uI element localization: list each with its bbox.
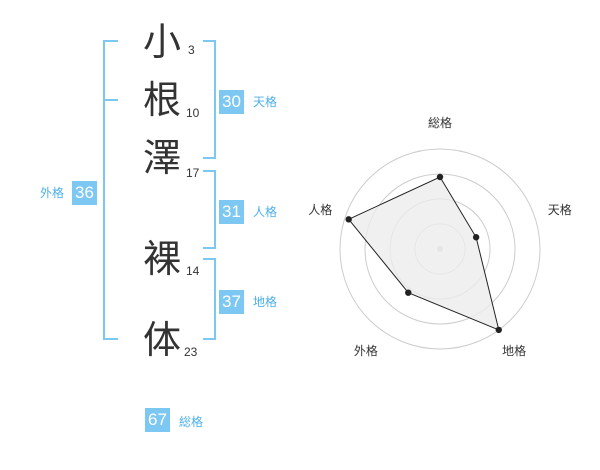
name-char-3: 澤 xyxy=(142,136,181,180)
radar-axis-label-3: 地格 xyxy=(502,343,526,358)
radar-point-2 xyxy=(472,234,480,241)
tenkaku-badge: 30 xyxy=(219,90,244,114)
stroke-count-3: 17 xyxy=(186,166,200,180)
chikaku-label: 地格 xyxy=(253,295,278,309)
radar-point-5 xyxy=(345,216,352,223)
radar-axis-label-5: 人格 xyxy=(308,202,332,217)
radar-axis-label-4: 外格 xyxy=(354,343,378,358)
radar-ring xyxy=(339,148,541,350)
stroke-count-1: 3 xyxy=(188,43,195,57)
tenkaku-bracket xyxy=(203,40,216,159)
stroke-count-4: 14 xyxy=(186,264,200,278)
radar-axis-label-2: 天格 xyxy=(548,202,572,217)
soukaku-label: 総格 xyxy=(179,415,204,429)
radar-point-4 xyxy=(405,289,412,296)
name-char-1: 小 xyxy=(142,20,181,64)
tenkaku-label: 天格 xyxy=(253,95,278,109)
radar-axis-label-1: 総格 xyxy=(428,115,452,130)
gaikaku-bracket xyxy=(103,40,118,340)
gaikaku-label: 外格 xyxy=(40,186,65,200)
name-char-4: 裸 xyxy=(142,237,181,281)
name-char-5: 体 xyxy=(142,318,181,362)
jinkaku-label: 人格 xyxy=(253,205,278,219)
chikaku-bracket xyxy=(203,258,216,340)
soukaku-badge: 67 xyxy=(145,408,170,432)
gaikaku-badge: 36 xyxy=(72,181,97,205)
stroke-count-5: 23 xyxy=(184,345,198,359)
radar-point-3 xyxy=(495,326,502,334)
stroke-count-2: 10 xyxy=(186,106,200,120)
radar-data-points xyxy=(345,173,502,334)
radar-point-1 xyxy=(436,173,444,181)
chikaku-badge: 37 xyxy=(219,290,244,314)
jinkaku-bracket xyxy=(203,170,216,249)
jinkaku-badge: 31 xyxy=(219,200,244,224)
radar-data-area xyxy=(347,176,500,331)
name-char-2: 根 xyxy=(142,78,181,122)
